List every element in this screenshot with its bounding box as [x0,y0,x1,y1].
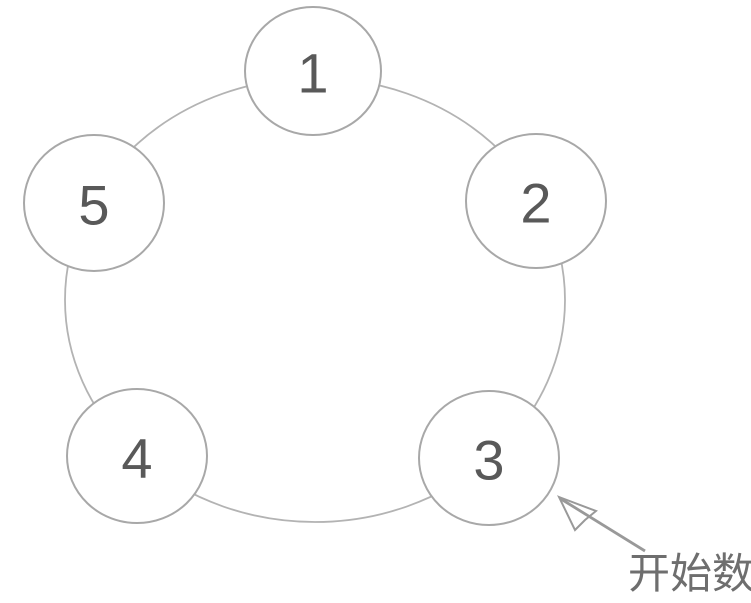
start-arrow [557,495,646,553]
node-5: 5 [23,134,165,272]
node-circle-2 [465,133,607,269]
node-circle-5 [23,134,165,272]
arrowhead-icon [557,495,598,532]
node-circle-3 [418,390,560,526]
node-2: 2 [465,133,607,269]
arrow-shaft [560,497,646,553]
node-label-3: 3 [473,429,504,492]
node-label-2: 2 [520,172,551,235]
node-label-5: 5 [78,174,109,237]
node-1: 1 [244,6,382,136]
node-4: 4 [66,388,208,524]
node-label-4: 4 [121,427,152,490]
node-circle-4 [66,388,208,524]
node-circle-1 [244,6,382,136]
annotation-label: 开始数 [628,549,751,598]
node-3: 3 [418,390,560,526]
node-label-1: 1 [297,42,328,105]
